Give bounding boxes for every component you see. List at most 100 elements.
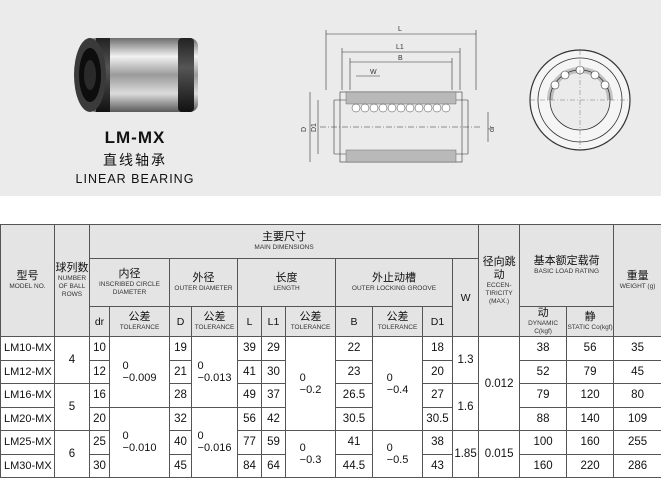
- cell-dr-tolerance: 0−0.009: [109, 336, 170, 408]
- cell-dynamic: 52: [519, 359, 568, 384]
- cell-D1: 43: [422, 453, 453, 478]
- cell-D1: 30.5: [422, 406, 453, 431]
- cell-weight: 109: [613, 406, 661, 431]
- cell-L: 77: [237, 430, 262, 455]
- cell-static: 56: [566, 336, 615, 361]
- cell-L: 56: [237, 406, 262, 431]
- cell-static: 160: [566, 430, 615, 455]
- end-view-drawing: [529, 49, 631, 151]
- dim-label-L: L: [398, 26, 402, 33]
- cell-L1: 42: [261, 406, 286, 431]
- cell-L: 49: [237, 383, 262, 408]
- cell-ball-rows: 6: [54, 430, 90, 478]
- cell-D1: 18: [422, 336, 453, 361]
- cell-D: 28: [169, 383, 192, 408]
- cell-L1: 64: [261, 453, 286, 478]
- cell-dr: 10: [89, 336, 110, 361]
- cell-static: 220: [566, 453, 615, 478]
- cell-eccentricity: 0.012: [478, 336, 521, 431]
- cell-D-tolerance: 0−0.016: [191, 406, 238, 478]
- cell-D: 45: [169, 453, 192, 478]
- bearing-photo: [74, 38, 198, 112]
- cell-D1: 27: [422, 383, 453, 408]
- sub-B: B: [335, 306, 373, 337]
- section-drawing: L L1 B W D D1 dr: [301, 26, 496, 163]
- table-row: LM20-MX 20 0−0.010 32 0−0.016 56 42 30.5…: [0, 406, 661, 478]
- col-w: W: [451, 258, 480, 337]
- cell-w: 1.3: [451, 336, 480, 384]
- cell-L-tolerance: 0−0.3: [285, 430, 336, 478]
- cell-dynamic: 100: [519, 430, 568, 455]
- cell-L1: 29: [261, 336, 286, 361]
- cell-model: LM16-MX: [0, 383, 55, 408]
- cell-B: 44.5: [335, 453, 373, 478]
- dim-label-D1: D1: [311, 123, 318, 132]
- cell-D: 21: [169, 359, 192, 384]
- table-row: LM30-MX 30 45 84 64 44.5 43 160 220 286: [0, 453, 661, 478]
- cell-dr: 20: [89, 406, 110, 431]
- cell-D: 32: [169, 406, 192, 431]
- cell-L: 41: [237, 359, 262, 384]
- cell-dr: 25: [89, 430, 110, 455]
- cell-model: LM20-MX: [0, 406, 55, 431]
- cell-dr-tolerance: 0−0.010: [109, 406, 170, 478]
- cell-ball-rows: 4: [54, 336, 90, 384]
- cell-model: LM30-MX: [0, 453, 55, 478]
- sub-L: L: [237, 306, 262, 337]
- cell-B-tolerance: 0−0.5: [372, 430, 423, 478]
- cell-weight: 286: [613, 453, 661, 478]
- sub-D1: D1: [422, 306, 453, 337]
- dim-label-D: D: [301, 127, 308, 132]
- cell-B: 26.5: [335, 383, 373, 408]
- cell-L-tolerance: 0−0.2: [285, 336, 336, 431]
- cell-L: 39: [237, 336, 262, 361]
- cell-L1: 59: [261, 430, 286, 455]
- table-row: LM12-MX 12 21 41 30 23 20 52 79 45: [0, 359, 661, 384]
- cell-B-tolerance: 0−0.4: [372, 336, 423, 431]
- cell-eccentricity: 0.015: [478, 430, 521, 478]
- cell-w: 1.6: [451, 383, 480, 431]
- cell-ball-rows: 5: [54, 383, 90, 431]
- cell-weight: 255: [613, 430, 661, 455]
- table-row: LM25-MX 6 25 40 77 59 0−0.3 41 0−0.5 38 …: [0, 430, 661, 478]
- cell-dr: 16: [89, 383, 110, 408]
- cell-D: 40: [169, 430, 192, 455]
- dim-label-B: B: [398, 55, 403, 62]
- dim-label-L1: L1: [396, 44, 404, 51]
- product-banner: LM-MX 直线轴承 LINEAR BEARING: [0, 0, 661, 196]
- cell-w: 1.85: [451, 430, 480, 478]
- cell-static: 120: [566, 383, 615, 408]
- product-title: LM-MX 直线轴承 LINEAR BEARING: [70, 128, 200, 186]
- cell-dynamic: 160: [519, 453, 568, 478]
- cell-dynamic: 79: [519, 383, 568, 408]
- dim-label-dr: dr: [489, 125, 496, 132]
- cell-D-tolerance: 0−0.013: [191, 336, 238, 408]
- cell-model: LM10-MX: [0, 336, 55, 361]
- dim-label-W: W: [370, 69, 377, 76]
- cell-dr: 12: [89, 359, 110, 384]
- table-row: LM10-MX 4 10 0−0.009 19 0−0.013 39 29 0−…: [0, 336, 661, 431]
- cell-B: 30.5: [335, 406, 373, 431]
- product-name-en: LINEAR BEARING: [75, 172, 195, 186]
- cell-D: 19: [169, 336, 192, 361]
- cell-weight: 45: [613, 359, 661, 384]
- cell-dynamic: 88: [519, 406, 568, 431]
- cell-model: LM25-MX: [0, 430, 55, 455]
- cell-B: 22: [335, 336, 373, 361]
- cell-D1: 38: [422, 430, 453, 455]
- sub-D: D: [169, 306, 192, 337]
